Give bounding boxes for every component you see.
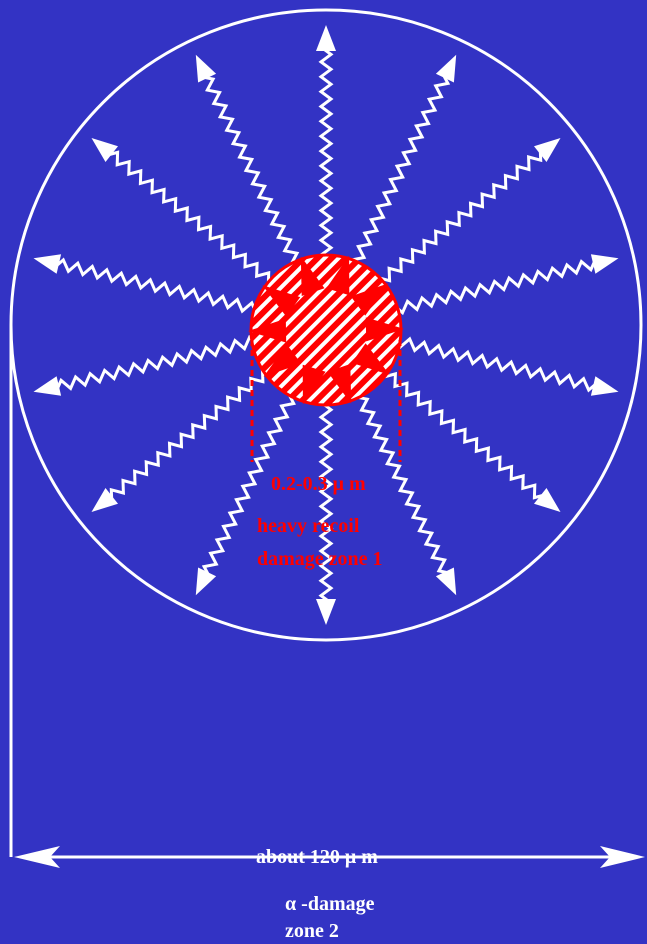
alpha-track-arrowhead-13: [92, 138, 119, 162]
alpha-track-3: [366, 148, 541, 290]
alpha-track-arrowhead-4: [591, 254, 619, 273]
alpha-track-arrowhead-2: [436, 55, 456, 83]
alpha-track-13: [106, 152, 281, 294]
alpha-track-1: [321, 47, 331, 270]
alpha-track-6: [372, 355, 547, 497]
alpha-track-arrowhead-5: [591, 376, 619, 396]
alpha-track-14: [201, 77, 304, 278]
alpha-zone-label-line1: α -damage: [285, 893, 375, 915]
alpha-track-arrowhead-11: [34, 376, 62, 396]
alpha-track-arrowhead-6: [534, 488, 561, 512]
alpha-track-arrowhead-1: [316, 25, 336, 51]
alpha-track-12: [54, 260, 271, 318]
alpha-track-10: [111, 360, 286, 502]
alpha-track-4: [379, 258, 596, 316]
alpha-track-arrowhead-9: [196, 568, 216, 596]
alpha-zone-label-line2: zone 2: [285, 920, 339, 942]
inner-size-label: 0.2-0.3 μ m: [271, 473, 366, 495]
recoil-zone-label-line2: damage zone 1: [257, 548, 383, 570]
alpha-track-5: [381, 332, 598, 390]
recoil-zone-label-line1: heavy recoil: [257, 515, 360, 537]
alpha-track-arrowhead-8: [316, 599, 336, 625]
alpha-track-11: [56, 334, 273, 392]
outer-size-label: about 120 μ m: [256, 846, 378, 868]
alpha-track-arrowhead-12: [34, 254, 62, 273]
